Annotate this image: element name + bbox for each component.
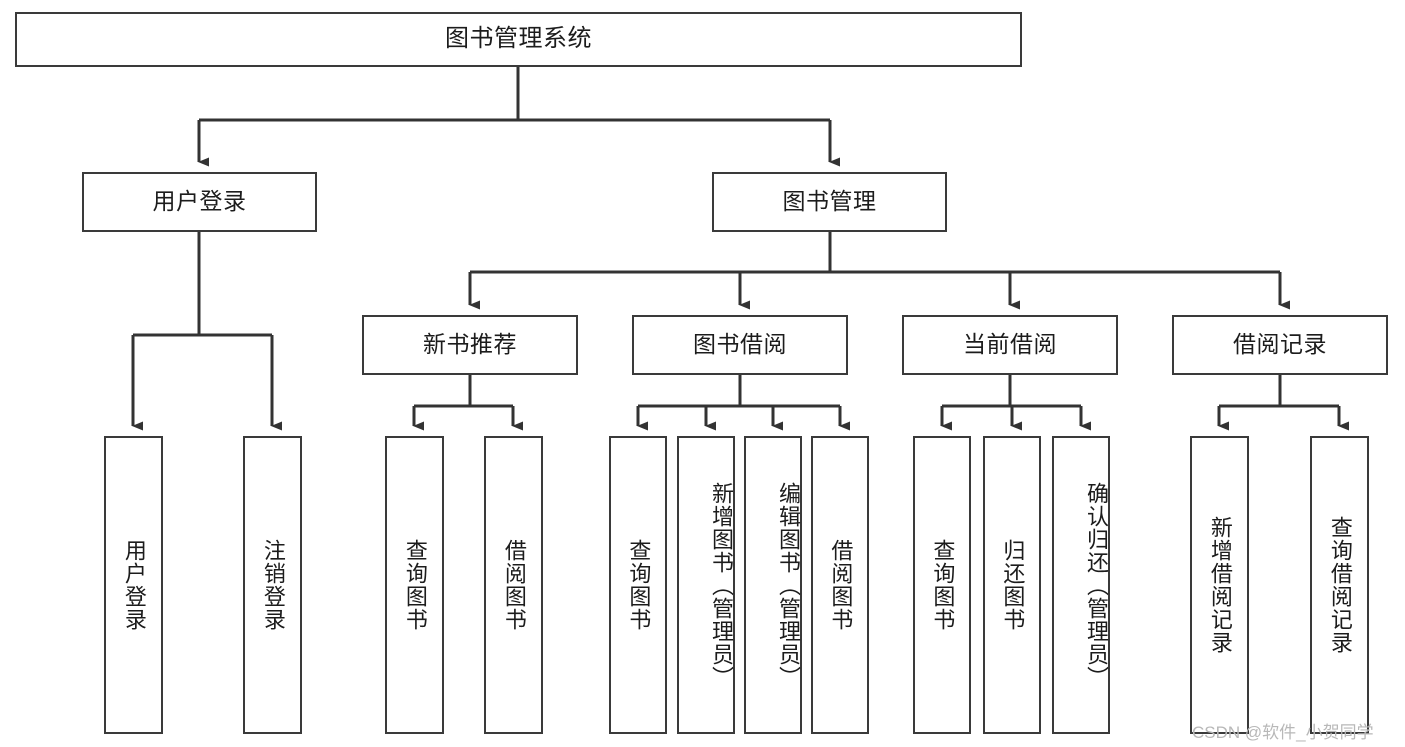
- node-current-borrow[interactable]: 当前借阅: [902, 315, 1118, 375]
- node-leaf-rec-query-book[interactable]: 查询图书: [385, 436, 444, 734]
- node-leaf-rec-add-record[interactable]: 新增借阅记录: [1190, 436, 1249, 734]
- node-new-book-recommend[interactable]: 新书推荐: [362, 315, 578, 375]
- node-leaf-borrow-borrow-book[interactable]: 借阅图书: [811, 436, 869, 734]
- node-leaf-borrow-add-book[interactable]: 新增图书（管理员）: [677, 436, 735, 734]
- node-leaf-rec-borrow-book[interactable]: 借阅图书: [484, 436, 543, 734]
- node-leaf-cur-query-book[interactable]: 查询图书: [913, 436, 971, 734]
- node-book-manage[interactable]: 图书管理: [712, 172, 947, 232]
- node-borrow-record[interactable]: 借阅记录: [1172, 315, 1388, 375]
- node-leaf-borrow-query-book[interactable]: 查询图书: [609, 436, 667, 734]
- node-leaf-cur-return-book[interactable]: 归还图书: [983, 436, 1041, 734]
- node-leaf-rec-query-record[interactable]: 查询借阅记录: [1310, 436, 1369, 734]
- node-user-login[interactable]: 用户登录: [82, 172, 317, 232]
- node-leaf-user-login[interactable]: 用户登录: [104, 436, 163, 734]
- node-leaf-borrow-edit-book[interactable]: 编辑图书（管理员）: [744, 436, 802, 734]
- node-root[interactable]: 图书管理系统: [15, 12, 1022, 67]
- node-leaf-cur-confirm-return[interactable]: 确认归还（管理员）: [1052, 436, 1110, 734]
- node-leaf-user-logout[interactable]: 注销登录: [243, 436, 302, 734]
- node-book-borrow[interactable]: 图书借阅: [632, 315, 848, 375]
- csdn-watermark: CSDN @软件_小贺同学: [1192, 723, 1374, 742]
